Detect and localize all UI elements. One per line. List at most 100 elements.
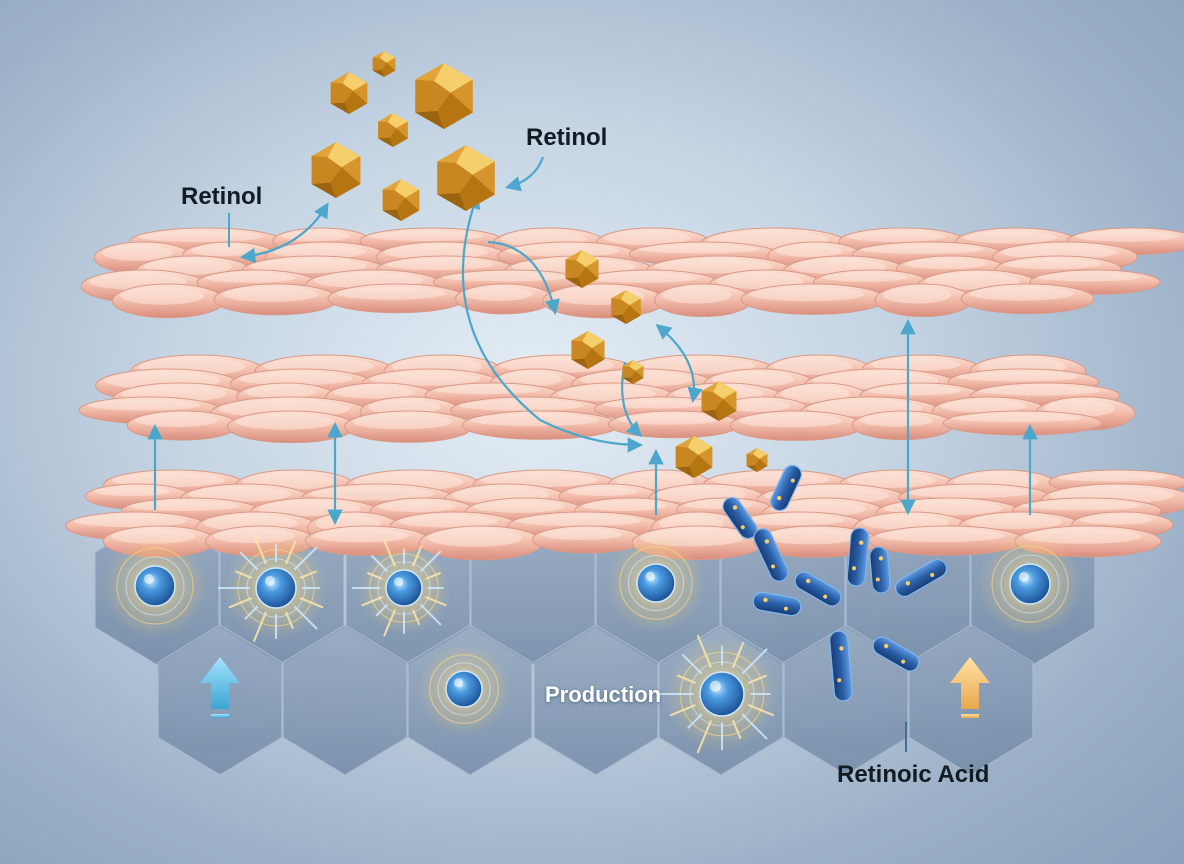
skin-cell-highlight <box>427 529 523 547</box>
skin-cell-highlight <box>1057 473 1168 482</box>
production-label: Production <box>545 682 662 707</box>
cell-ring <box>125 556 185 616</box>
skin-cell-highlight <box>738 414 843 428</box>
cell-ray <box>681 653 703 675</box>
skin-cell-highlight <box>781 386 850 403</box>
cell-ray <box>676 674 696 684</box>
skin-cell-highlight <box>860 245 983 254</box>
cell-ring <box>627 554 685 612</box>
skin-cell-highlight <box>846 231 946 242</box>
cell-shine <box>454 678 464 688</box>
skin-cell-highlight <box>398 515 499 528</box>
stem-cell-icon <box>103 534 207 638</box>
skin-cell-highlight <box>463 287 533 301</box>
skin-cell-highlight <box>516 515 642 527</box>
up-arrow-gold-icon <box>950 657 990 718</box>
skin-cell-highlight <box>120 287 205 305</box>
skin-cell-highlight <box>433 386 540 395</box>
cell-ray <box>748 674 768 684</box>
skin-cell-highlight <box>1079 515 1153 525</box>
skin-cell-highlight <box>280 231 351 242</box>
cell-ray <box>732 720 742 740</box>
skin-cell-highlight <box>473 501 565 513</box>
cell-ray <box>370 554 389 573</box>
retinoic-acid-rod-icon <box>846 527 870 587</box>
cell-ray <box>425 571 441 580</box>
rod-speck <box>776 495 782 501</box>
skin-cell-highlight <box>567 487 639 496</box>
skin-cell-highlight <box>966 515 1062 530</box>
rod-speck <box>764 539 770 544</box>
cell-ray <box>244 605 259 620</box>
skin-cell-highlight <box>821 273 908 282</box>
skin-cell-highlight <box>860 414 934 427</box>
cell-ray <box>383 539 396 567</box>
skin-cell-highlight <box>129 501 240 511</box>
rod-speck <box>859 540 864 545</box>
cell-shine <box>709 680 721 692</box>
skin-cell-highlight <box>244 386 316 399</box>
cell-ring <box>1000 554 1060 614</box>
skin-cell-highlight <box>761 529 859 545</box>
skin-cell-highlight <box>876 529 1005 543</box>
cell-nucleus <box>385 569 423 607</box>
retinol-crystal-icon <box>330 72 368 114</box>
skin-cell-highlight <box>333 386 416 399</box>
retinoic-acid-rod-icon <box>753 528 789 582</box>
skin-cell-highlight <box>951 414 1082 423</box>
skin-cell-highlight <box>235 414 335 430</box>
cell-ray <box>299 570 318 579</box>
retinol-crystal-icon <box>382 179 420 221</box>
connector-arrow <box>239 202 329 264</box>
rod-speck <box>837 678 842 683</box>
cell-ray <box>252 611 267 642</box>
cell-ray <box>419 550 442 573</box>
skin-cell-highlight <box>616 414 721 425</box>
cell-ray <box>367 571 383 580</box>
cell-shine <box>265 576 275 586</box>
skin-cell-highlight <box>370 372 481 386</box>
skin-cell-highlight <box>335 287 446 300</box>
upward-arrows <box>200 657 990 718</box>
cell-ray <box>732 641 745 668</box>
stem-cell-icon <box>978 532 1082 636</box>
retinoic-acid-label: Retinoic Acid <box>837 761 990 788</box>
skin-cell-highlight <box>582 501 667 511</box>
rod-speck <box>905 581 911 586</box>
skin-cell-highlight <box>956 372 1079 382</box>
skin-cell-highlight <box>775 245 843 258</box>
connector-arrow <box>487 240 560 316</box>
cell-ray <box>687 713 703 729</box>
retinol-label-top: Retinol <box>526 124 608 151</box>
rod-body <box>753 528 789 582</box>
connector-arrow <box>655 324 703 404</box>
skin-cell-highlight <box>135 414 218 428</box>
cell-ring <box>619 546 693 620</box>
cell-ray <box>234 570 253 579</box>
skin-cell-highlight <box>204 273 296 283</box>
retinoic-acid-rod-icon <box>829 630 853 702</box>
skin-cell-highlight <box>441 273 569 282</box>
rod-speck <box>875 577 880 582</box>
skin-cell-highlight <box>378 501 456 513</box>
retinoic-acid-rod-icon <box>722 496 758 540</box>
cell-shine <box>394 577 404 587</box>
rod-speck <box>839 646 844 651</box>
retinoic-acid-rod-icon <box>770 464 802 512</box>
rod-body <box>894 558 948 598</box>
retinoic-acid-rod-icon <box>872 636 920 672</box>
skin-cell-highlight <box>313 529 410 543</box>
cell-ray <box>412 545 423 567</box>
stem-cell-icon <box>218 534 328 642</box>
retinoic-acid-rod-icon <box>869 546 891 594</box>
cell-ray <box>696 634 712 668</box>
cell-ray <box>239 551 259 571</box>
cell-ray <box>285 611 294 630</box>
retinol-crystal-icon <box>415 63 473 129</box>
skin-cell-highlight <box>93 487 171 497</box>
cell-ray <box>293 546 318 571</box>
skin-cell-highlight <box>906 487 1031 498</box>
rod-body <box>869 546 891 594</box>
retinoic-acid-rod-icon <box>752 591 802 617</box>
cell-nucleus <box>699 671 745 717</box>
